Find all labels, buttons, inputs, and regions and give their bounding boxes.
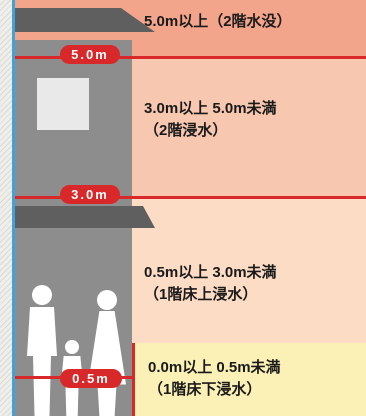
water-line-5m xyxy=(15,56,366,59)
band-label-line: 0.0m以上 0.5m未満 xyxy=(148,359,281,376)
band-label-line: 3.0m以上 5.0m未満 xyxy=(144,100,277,117)
band-label-line: 0.5m以上 3.0m未満 xyxy=(144,264,277,281)
band-label-3m-to-5m: 3.0m以上 5.0m未満 （2階浸水） xyxy=(144,98,277,142)
map-background xyxy=(0,0,12,416)
level-badge-5m: 5.0m xyxy=(60,45,120,64)
water-line-05m-bracket xyxy=(132,343,135,416)
band-label-0m-to-05m: 0.0m以上 0.5m未満 （1階床下浸水） xyxy=(148,357,281,401)
band-label-sub: （1階床上浸水） xyxy=(144,286,258,303)
woman-head-icon xyxy=(97,290,117,310)
level-badge-3m: 3.0m xyxy=(60,185,120,204)
roof-lower-icon xyxy=(15,206,155,228)
window-icon xyxy=(37,78,89,130)
band-label-sub: （1階床下浸水） xyxy=(148,381,262,398)
man-head-icon xyxy=(32,285,52,305)
level-badge-05m: 0.5m xyxy=(60,369,122,388)
band-label-line: 5.0m以上（2階水没） xyxy=(144,13,292,30)
band-label-5m-plus: 5.0m以上（2階水没） xyxy=(144,11,292,33)
map-border xyxy=(12,0,15,416)
child-head-icon xyxy=(65,340,79,354)
water-line-3m xyxy=(15,196,366,199)
band-label-sub: （2階浸水） xyxy=(144,122,228,139)
band-label-05m-to-3m: 0.5m以上 3.0m未満 （1階床上浸水） xyxy=(144,262,277,306)
